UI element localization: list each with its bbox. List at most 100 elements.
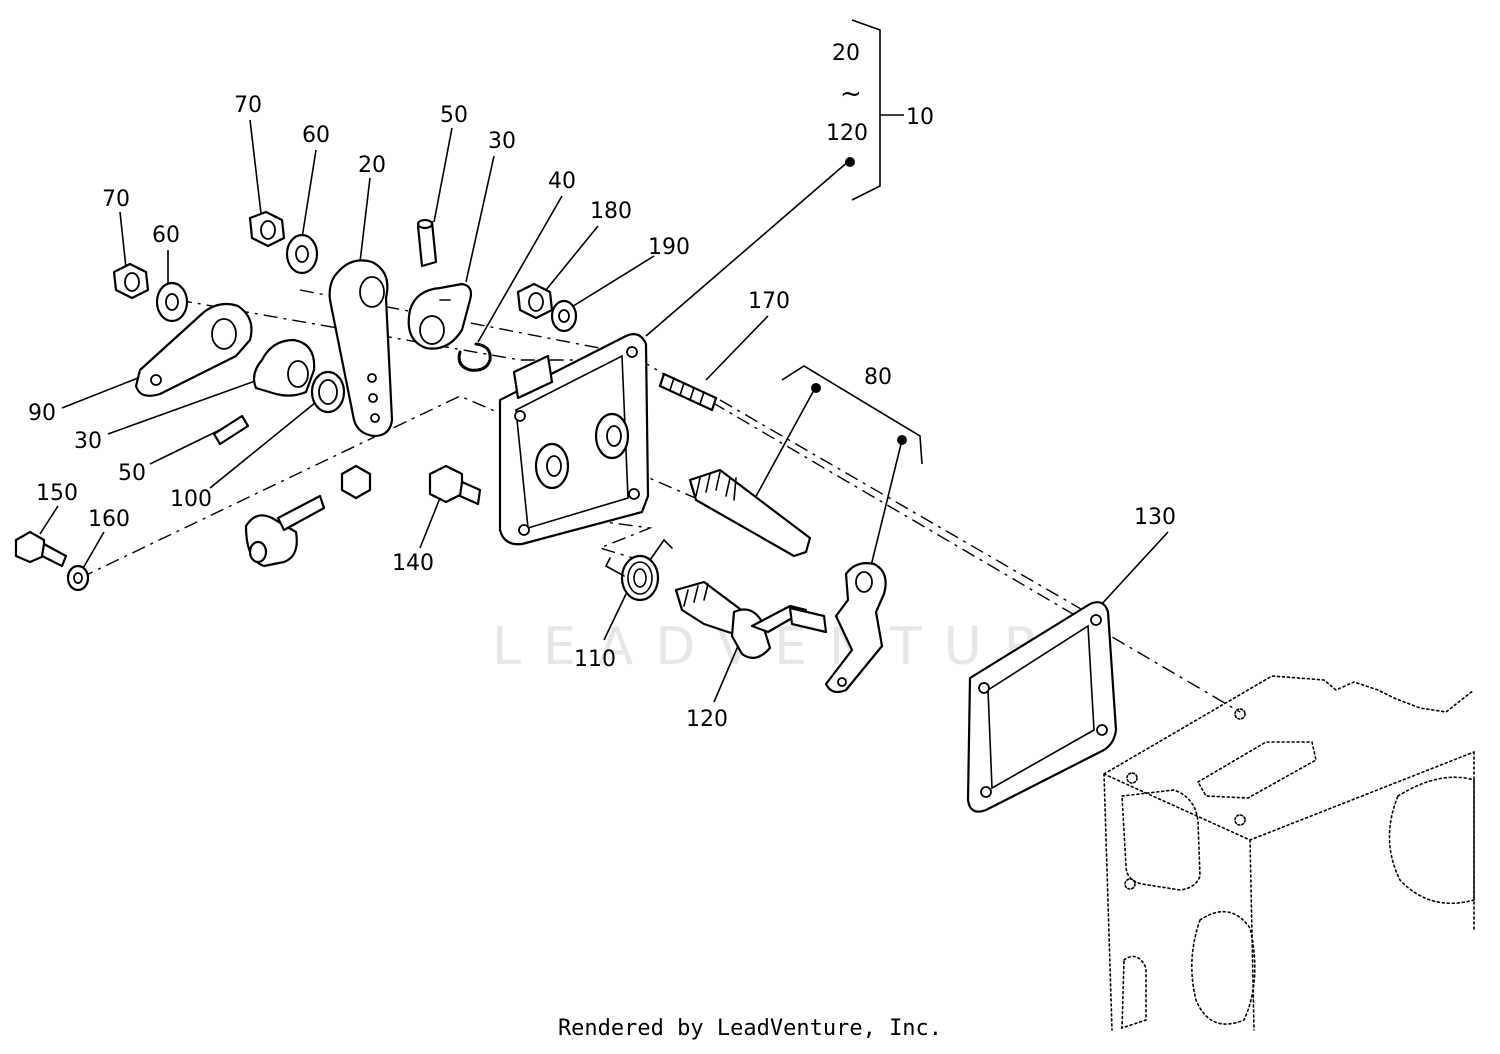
leader-60a [301,149,317,239]
bearing-bore [318,379,338,405]
callout-30-lower: 30 [74,429,102,454]
plug-thread [458,480,482,506]
gasket-outline [966,601,1118,813]
part-130-gasket [966,601,1118,813]
callout-150: 150 [36,481,78,506]
gasket-hole-br [1096,724,1108,736]
part-70-nut-upper [248,210,286,248]
leader-190 [569,255,655,309]
leader-dot-80b [897,435,907,445]
snap-ring-shape [457,342,492,372]
part-30-collar-lower [252,338,316,397]
block-side-port [1121,789,1201,891]
leader-70b [119,211,127,269]
washer-bore [165,293,179,311]
callout-180: 180 [590,199,632,224]
kit-bracket [851,19,881,201]
callout-60-upper: 60 [302,123,330,148]
part-10-governor-cover [498,333,650,546]
nut-bore [124,272,140,292]
part-80-shaft [688,468,812,558]
block-bore-lower [1191,910,1256,1025]
callout-20-range-start: 20 [832,41,860,66]
lever-hole-1 [367,373,377,383]
callout-range-separator: ~ [840,79,862,109]
gasket-inner-opening [987,624,1095,790]
callout-110: 110 [574,647,616,672]
lock-nut [340,464,372,500]
leader-140 [419,497,441,549]
gasket-hole-tl [978,682,990,694]
axis-line-spring [589,519,653,561]
leader-160 [81,531,105,571]
callout-120-range-end: 120 [826,121,868,146]
leader-30b [107,379,259,435]
cover-hole-br [628,488,640,500]
part-50-pin-upper [416,218,438,268]
lever-bore [211,318,237,350]
shaft-body [688,468,812,558]
leader-dot-80a [811,383,821,393]
callout-60-left: 60 [152,223,180,248]
leader-90 [61,377,139,409]
cover-hole-tr [626,346,638,358]
nut-bore [528,292,544,312]
lever-hole-2 [368,393,378,403]
callout-50-lower: 50 [118,461,146,486]
block-bolt-hole-1 [1234,708,1246,720]
gasket-hole-bl [980,786,992,798]
callout-labels: 20 ~ 120 10 70 60 20 50 30 40 180 190 70… [28,41,1176,732]
part-120-shaft [674,580,828,659]
leader-20 [359,177,371,263]
leader-170 [705,315,769,381]
washer-bore [73,572,83,584]
lever-spline-bore [359,276,385,308]
leader-40 [477,195,563,343]
axis-line-arm [299,289,621,353]
part-160-washer [66,564,90,592]
nut-bore [260,220,276,240]
leader-lines [39,119,1169,703]
part-60-washer-left [155,281,189,323]
lever-hole-3 [370,413,380,423]
shaft-keyway [733,477,737,501]
cover-bore-lower [546,455,562,477]
engine-block [1103,675,1475,1031]
bolt-thread [40,542,68,568]
stud-body [658,372,718,412]
callout-90: 90 [28,401,56,426]
part-100-bearing [310,370,346,414]
part-60-washer-upper [285,233,319,275]
block-top-port [1196,741,1317,799]
leader-10-to-cover [645,159,851,337]
callout-140: 140 [392,551,434,576]
leader-100 [209,393,327,489]
callout-120: 120 [686,707,728,732]
part-80-governor-lever [824,562,887,694]
part-adjusting-screw [244,464,372,568]
callout-170: 170 [748,289,790,314]
callout-40: 40 [548,169,576,194]
callout-50-upper: 50 [440,103,468,128]
part-110-spring [604,538,673,602]
spring-arm-upper [649,538,673,561]
pin-end [416,218,434,230]
cover-inner-rim [515,354,629,530]
leader-180 [545,225,599,291]
callout-20: 20 [358,153,386,178]
governor-lever-bore [855,571,873,593]
bracket-80 [781,365,923,465]
part-40-snap-ring [457,342,492,372]
axis-line-stud [719,399,1101,621]
block-bolt-hole-4 [1124,878,1136,890]
screw-thread [276,494,326,532]
block-bolt-hole-2 [1126,772,1138,784]
leader-150 [39,505,59,535]
leader-110 [603,593,627,641]
part-90-lever [134,302,253,397]
block-bolt-hole-3 [1234,814,1246,826]
part-180-nut [516,282,554,320]
shaft-120-pin [788,606,828,634]
pin-body [212,414,250,446]
lever-hole [150,374,162,386]
